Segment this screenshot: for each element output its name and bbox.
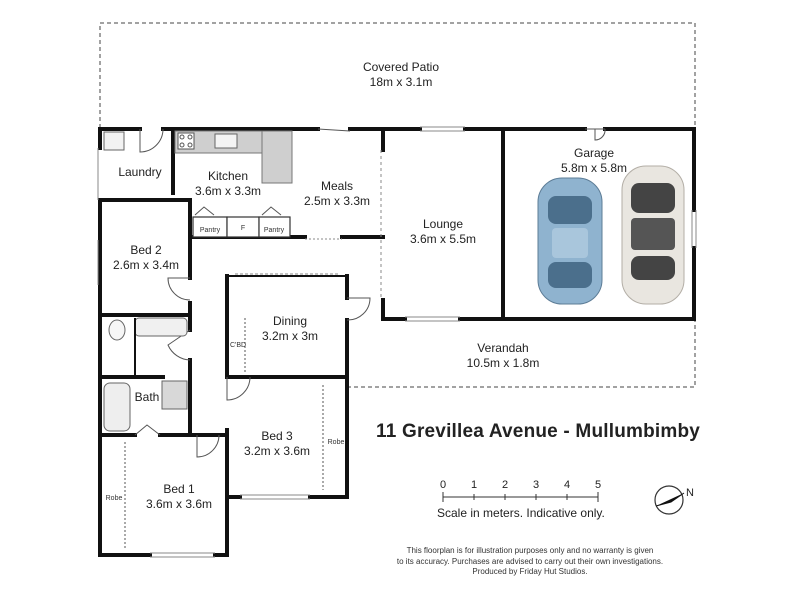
kitchen-benches (174, 130, 293, 184)
door-pantry-l (194, 206, 215, 216)
size-covered-patio: 18m x 3.1m (370, 75, 433, 89)
label-dining: Dining (273, 314, 307, 328)
label-pantry-right: Pantry (264, 227, 285, 234)
compass-icon (654, 485, 685, 515)
disclaimer-line-2: to its accuracy. Purchases are advised t… (396, 556, 664, 566)
size-kitchen: 3.6m x 3.3m (195, 184, 261, 198)
property-title: 11 Grevillea Avenue - Mullumbimby (376, 421, 701, 442)
robe-lines (124, 318, 324, 548)
pantry-units (192, 216, 291, 238)
label-meals: Meals (321, 179, 353, 193)
door-pantry-r (261, 206, 282, 216)
windows (97, 126, 697, 558)
door-garage (585, 128, 606, 141)
label-bath: Bath (135, 390, 160, 404)
scale-tick-1: 1 (470, 479, 478, 491)
size-dining: 3.2m x 3m (262, 329, 318, 343)
label-covered-patio: Covered Patio (363, 60, 439, 74)
scale-tick-5: 5 (594, 479, 602, 491)
door-toilet (167, 329, 191, 361)
doors (134, 128, 606, 458)
scale-caption: Scale in meters. Indicative only. (437, 506, 605, 520)
label-laundry: Laundry (118, 165, 161, 179)
bath-fixtures (103, 317, 188, 432)
label-robe-bed3: Robe (328, 439, 345, 446)
covered-patio-outline (99, 22, 696, 388)
label-robe-bed1: Robe (106, 495, 123, 502)
disclaimer: This floorplan is for illustration purpo… (375, 546, 685, 578)
scale-tick-4: 4 (563, 479, 571, 491)
label-pantry-left: Pantry (200, 227, 221, 234)
label-verandah: Verandah (477, 341, 528, 355)
laundry-tub (103, 131, 125, 151)
label-bed3: Bed 3 (261, 429, 293, 443)
scale-tick-0: 0 (439, 479, 447, 491)
label-bed2: Bed 2 (130, 243, 162, 257)
disclaimer-line-3: Produced by Friday Hut Studios. (472, 567, 588, 576)
door-patio (317, 128, 351, 132)
size-bed2: 2.6m x 3.4m (113, 258, 179, 272)
fixture-labels: Pantry F Pantry C'BD Robe Robe (106, 225, 345, 502)
compass-label: N (686, 487, 694, 499)
car-blue (537, 177, 603, 305)
size-verandah: 10.5m x 1.8m (467, 356, 540, 370)
door-dining (346, 297, 371, 321)
size-bed1: 3.6m x 3.6m (146, 497, 212, 511)
size-bed3: 3.2m x 3.6m (244, 444, 310, 458)
label-fridge: F (241, 225, 245, 232)
disclaimer-line-1: This floorplan is for illustration purpo… (406, 546, 654, 555)
door-bed2 (167, 277, 191, 301)
size-lounge: 3.6m x 5.5m (410, 232, 476, 246)
label-cupboard: C'BD (230, 342, 246, 349)
door-bed1 (196, 434, 220, 458)
label-bed1: Bed 1 (163, 482, 195, 496)
scale-bar (442, 492, 599, 502)
car-white (621, 165, 685, 305)
door-bath (134, 424, 161, 436)
room-labels: Covered Patio 18m x 3.1m Laundry Kitchen… (113, 60, 627, 511)
scale-tick-2: 2 (501, 479, 509, 491)
label-lounge: Lounge (423, 217, 463, 231)
label-kitchen: Kitchen (208, 169, 248, 183)
label-garage: Garage (574, 146, 614, 160)
door-bed3 (226, 376, 251, 401)
door-laundry (139, 128, 164, 153)
size-meals: 2.5m x 3.3m (304, 194, 370, 208)
size-garage: 5.8m x 5.8m (561, 161, 627, 175)
scale-tick-3: 3 (532, 479, 540, 491)
